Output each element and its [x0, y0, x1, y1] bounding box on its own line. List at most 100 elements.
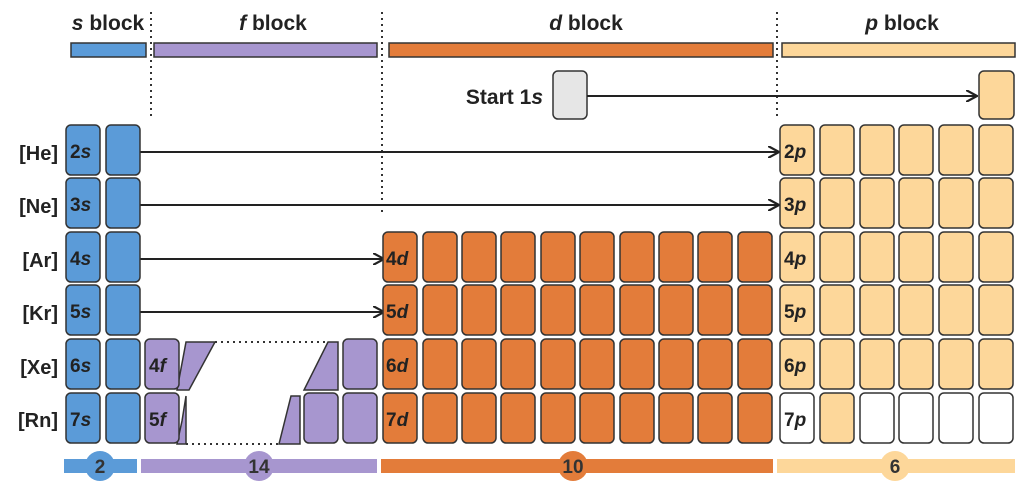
d-orbital-cell	[540, 284, 576, 336]
d-orbital-cell	[619, 392, 655, 444]
p-orbital-cell	[779, 338, 815, 390]
s-orbital-label: 4s	[70, 249, 91, 270]
start-1s-label: Start 1s	[466, 86, 543, 109]
s-orbital-cell	[65, 338, 101, 390]
s-orbital-label: 2s	[70, 142, 91, 163]
d-orbital-cell	[697, 231, 733, 283]
s-orbital-cell	[65, 284, 101, 336]
p-orbital-cell	[978, 392, 1014, 444]
d-orbital-cell	[540, 338, 576, 390]
d-orbital-cell	[658, 338, 694, 390]
d-orbital-cell	[500, 231, 536, 283]
period-rows: [He] [Ne] [Ar] [Kr] [Xe] [Rn]	[18, 143, 778, 445]
s-orbital-label: 5s	[70, 302, 91, 323]
p-orbital-cell	[978, 284, 1014, 336]
f-orbital-label: 5f	[149, 410, 168, 431]
s-orbital-cell	[105, 177, 141, 229]
d-orbital-cell	[579, 392, 615, 444]
f-orbital-cell	[342, 392, 378, 444]
f-block-gap-5f-right	[278, 395, 301, 445]
f-block-title: f block	[239, 12, 307, 35]
d-orbital-cell	[461, 231, 497, 283]
row-core-label: [Rn]	[18, 410, 58, 432]
f-count-badge	[244, 451, 274, 481]
d-orbital-cell	[382, 231, 418, 283]
p-orbital-cell	[779, 392, 815, 444]
d-block-bar	[388, 42, 774, 58]
d-orbital-cell	[579, 284, 615, 336]
d-orbital-cell	[697, 392, 733, 444]
d-orbital-cell	[619, 338, 655, 390]
d-orbital-label: 6d	[386, 356, 409, 377]
p-orbital-cell	[898, 284, 934, 336]
s-orbital-cell	[105, 231, 141, 283]
p-orbital-cell	[819, 338, 855, 390]
p-orbital-cell	[859, 284, 895, 336]
orbital-cells	[65, 124, 1014, 444]
f-orbital-cell	[144, 392, 180, 444]
p-block-title: p block	[864, 12, 939, 35]
s-count-label: 2	[95, 457, 106, 478]
p-orbital-cell	[859, 392, 895, 444]
d-orbital-cell	[500, 392, 536, 444]
p-orbital-cell	[978, 124, 1014, 176]
row-core-label: [Ar]	[22, 250, 58, 272]
d-orbital-cell	[737, 338, 773, 390]
p-orbital-cell	[819, 284, 855, 336]
d-orbital-cell	[619, 231, 655, 283]
d-orbital-cell	[422, 284, 458, 336]
p-orbital-cell	[898, 177, 934, 229]
p-orbital-cell	[779, 231, 815, 283]
p-orbital-cell	[938, 392, 974, 444]
d-orbital-cell	[579, 338, 615, 390]
d-block-title: d block	[549, 12, 623, 35]
f-block-gap-5f	[176, 395, 187, 445]
p-orbital-cell	[859, 177, 895, 229]
p-orbital-cell	[938, 284, 974, 336]
d-orbital-label: 7d	[386, 410, 409, 431]
d-orbital-cell	[461, 284, 497, 336]
d-orbital-cell	[697, 284, 733, 336]
p-orbital-cell	[898, 124, 934, 176]
s-block-title: s block	[72, 12, 145, 35]
row-core-label: [He]	[19, 143, 58, 165]
d-orbital-cell	[540, 231, 576, 283]
s-orbital-cell	[65, 124, 101, 176]
p-orbital-cell	[898, 338, 934, 390]
p-orbital-cell	[938, 338, 974, 390]
p-orbital-label: 7p	[784, 410, 806, 431]
p-count-badge	[880, 451, 910, 481]
d-orbital-cell	[658, 392, 694, 444]
f-block-gap-4f	[176, 341, 217, 391]
d-orbital-cell	[422, 392, 458, 444]
d-orbital-cell	[540, 392, 576, 444]
d-count-badge	[558, 451, 588, 481]
d-orbital-cell	[422, 231, 458, 283]
p-orbital-cell	[859, 124, 895, 176]
s-orbital-cell	[65, 392, 101, 444]
s-orbital-cell	[105, 284, 141, 336]
row-core-label: [Kr]	[22, 303, 58, 325]
d-orbital-cell	[737, 284, 773, 336]
p-orbital-cell	[938, 124, 974, 176]
d-orbital-cell	[461, 338, 497, 390]
d-orbital-cell	[737, 392, 773, 444]
p-orbital-label: 6p	[784, 356, 806, 377]
p-orbital-cell	[898, 231, 934, 283]
d-orbital-cell	[461, 392, 497, 444]
s-orbital-label: 3s	[70, 195, 91, 216]
s-orbital-cell	[105, 338, 141, 390]
p-orbital-label: 4p	[784, 249, 806, 270]
f-block-gap-4f-right	[302, 341, 339, 391]
p-orbital-cell	[819, 231, 855, 283]
p-1-box	[978, 70, 1015, 120]
d-orbital-cell	[619, 284, 655, 336]
s-orbital-cell	[105, 392, 141, 444]
f-orbital-cell	[342, 338, 378, 390]
p-orbital-cell	[819, 392, 855, 444]
p-orbital-label: 3p	[784, 195, 806, 216]
row-core-label: [Xe]	[20, 357, 58, 379]
